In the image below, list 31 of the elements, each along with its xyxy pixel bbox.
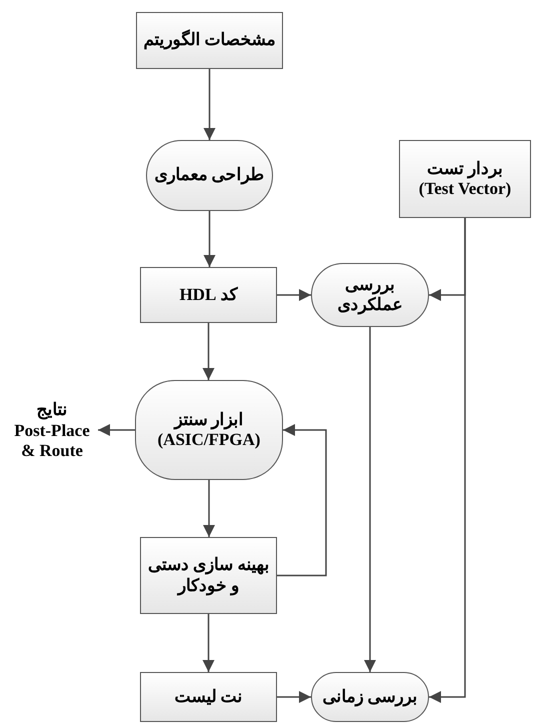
node-text: نت لیست [174,686,243,708]
arrow [204,69,216,140]
arrow [98,424,135,436]
arrow [204,211,216,267]
arrow [202,323,214,380]
node-text: ابزار سنتز [174,410,244,430]
arrow [277,289,311,301]
process-box [140,267,277,323]
node-text: مشخصات الگوریتم [143,30,276,51]
output-label: نتایج [36,400,68,421]
process-box [136,12,283,69]
node-text: کد HDL [179,284,238,306]
node-text: بهینه سازی دستی و خودکار [146,555,270,596]
process-terminal [135,380,283,480]
arrow [277,691,311,703]
process-terminal [311,672,429,722]
output-label: Post-Place & Route [13,420,91,462]
arrow [202,614,214,672]
node-text: (Test Vector) [418,179,512,200]
arrow [429,218,466,703]
node-text: بردار تست [426,158,504,179]
process-box [140,537,277,614]
process-box [399,140,531,218]
node-text: (ASIC/FPGA) [158,430,260,450]
arrow [203,480,215,537]
process-box [140,672,277,722]
arrow [364,327,376,672]
node-text: بررسی عملکردی [336,274,404,316]
node-text: بررسی زمانی [322,686,418,708]
node-text: طراحی معماری [154,165,265,186]
arrow [277,424,327,576]
